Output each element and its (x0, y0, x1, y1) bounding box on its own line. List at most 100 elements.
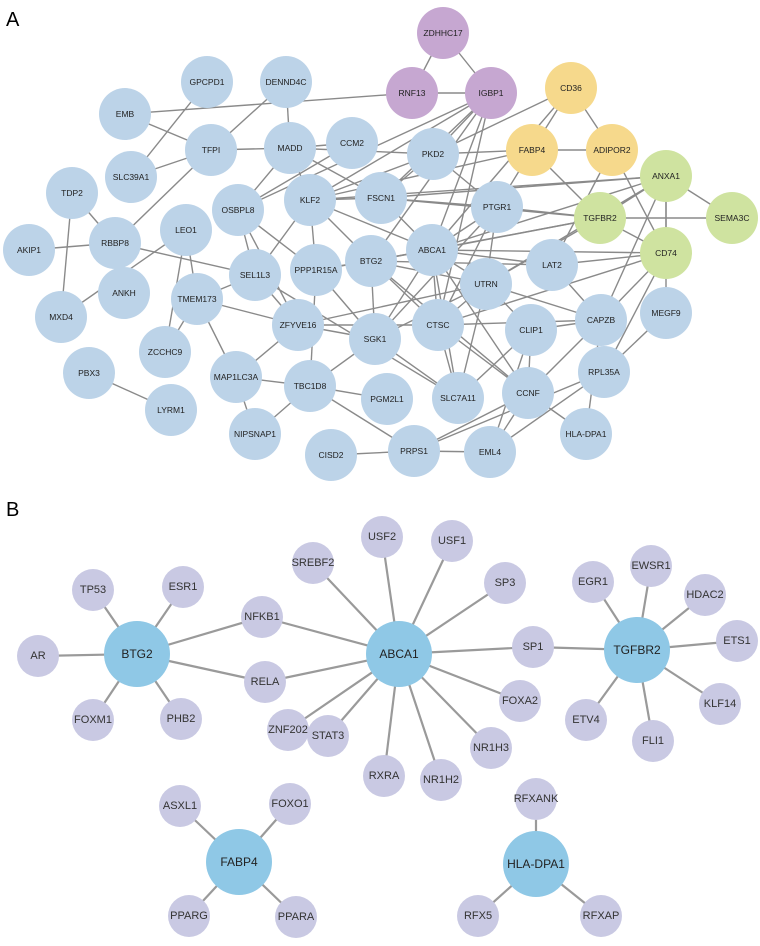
a-node-circle (361, 373, 413, 425)
b-node-label: FABP4 (220, 855, 258, 869)
a-node-tgfbr2: TGFBR2 (574, 192, 626, 244)
a-node-mxd4: MXD4 (35, 291, 87, 343)
b-node-circle (580, 895, 622, 937)
b-node-label: AR (30, 650, 45, 662)
a-node-pbx3: PBX3 (63, 347, 115, 399)
a-edge-btg2-lat2 (370, 260, 553, 266)
a-node-tdp2: TDP2 (46, 167, 98, 219)
a-node-label: PTGR1 (483, 202, 512, 212)
network-b-edges (37, 536, 738, 918)
b-node-stat3: STAT3 (307, 715, 349, 757)
a-node-label: ZFYVE16 (280, 320, 317, 330)
a-node-lyrm1: LYRM1 (145, 384, 197, 436)
b-node-tp53: TP53 (72, 569, 114, 611)
a-node-label: ABCA1 (418, 245, 446, 255)
a-node-circle (412, 299, 464, 351)
a-node-zdhhc17: ZDHHC17 (417, 7, 469, 59)
a-edge-rpl35a-prps1 (413, 371, 605, 452)
a-node-label: CD74 (655, 248, 677, 258)
a-node-label: CCM2 (340, 138, 364, 148)
a-node-akip1: AKIP1 (3, 224, 55, 276)
b-node-circle (269, 783, 311, 825)
a-node-slc7a11: SLC7A11 (432, 372, 484, 424)
b-node-label: RXRA (369, 770, 400, 782)
a-node-circle (63, 347, 115, 399)
a-node-tmem173: TMEM173 (171, 273, 223, 325)
b-node-usf1: USF1 (431, 520, 473, 562)
a-node-label: ZDHHC17 (423, 28, 462, 38)
b-node-ets1: ETS1 (716, 620, 758, 662)
a-node-sel1l3: SEL1L3 (229, 249, 281, 301)
b-node-label: FOXA2 (502, 695, 538, 707)
a-node-circle (640, 287, 692, 339)
a-node-emb: EMB (99, 88, 151, 140)
a-node-label: SGK1 (364, 334, 387, 344)
a-node-circle (284, 174, 336, 226)
a-node-ctsc: CTSC (412, 299, 464, 351)
a-node-utrn: UTRN (460, 258, 512, 310)
a-node-circle (89, 217, 141, 269)
b-node-rfxank: RFXANK (514, 778, 559, 820)
b-node-hdac2: HDAC2 (684, 574, 726, 616)
b-node-circle (512, 626, 554, 668)
a-node-circle (465, 67, 517, 119)
b-node-label: ASXL1 (163, 800, 197, 812)
b-node-nfkb1: NFKB1 (241, 596, 283, 638)
a-node-circle (460, 258, 512, 310)
a-node-circle (502, 367, 554, 419)
a-node-label: ANXA1 (652, 171, 680, 181)
b-node-phb2: PHB2 (160, 698, 202, 740)
a-node-pkd2: PKD2 (407, 128, 459, 180)
a-node-label: NIPSNAP1 (234, 429, 276, 439)
b-node-circle (420, 759, 462, 801)
a-node-circle (505, 304, 557, 356)
a-node-label: KLF2 (300, 195, 321, 205)
a-node-slc39a1: SLC39A1 (105, 151, 157, 203)
b-node-circle (267, 709, 309, 751)
a-node-label: TMEM173 (177, 294, 216, 304)
a-node-circle (229, 249, 281, 301)
b-node-nr1h3: NR1H3 (470, 727, 512, 769)
a-node-circle (706, 192, 758, 244)
a-node-megf9: MEGF9 (640, 287, 692, 339)
a-node-label: MXD4 (49, 312, 73, 322)
a-node-eml4: EML4 (464, 426, 516, 478)
a-node-label: OSBPL8 (221, 205, 254, 215)
a-node-igbp1: IGBP1 (465, 67, 517, 119)
a-node-circle (407, 128, 459, 180)
a-node-circle (284, 360, 336, 412)
a-node-circle (464, 426, 516, 478)
b-node-label: FLI1 (642, 735, 664, 747)
a-node-label: PKD2 (422, 149, 444, 159)
a-node-cisd2: CISD2 (305, 429, 357, 481)
b-node-label: BTG2 (121, 647, 153, 661)
b-node-label: KLF14 (704, 698, 736, 710)
a-node-tfpi: TFPI (185, 124, 237, 176)
a-node-circle (575, 294, 627, 346)
b-node-tgfbr2: TGFBR2 (604, 617, 670, 683)
b-node-label: ABCA1 (379, 647, 419, 661)
b-node-circle (716, 620, 758, 662)
a-edge-rnf13-emb (124, 92, 413, 115)
a-node-circle (260, 56, 312, 108)
a-edge-igbp1-klf2 (309, 92, 492, 201)
a-node-label: TBC1D8 (294, 381, 327, 391)
b-node-label: NFKB1 (244, 611, 279, 623)
b-node-foxm1: FOXM1 (72, 699, 114, 741)
a-node-circle (210, 351, 262, 403)
a-node-circle (35, 291, 87, 343)
b-node-nr1h2: NR1H2 (420, 759, 462, 801)
b-node-fli1: FLI1 (632, 720, 674, 762)
b-node-circle (244, 661, 286, 703)
a-node-circle (264, 122, 316, 174)
a-node-circle (471, 181, 523, 233)
a-node-sema3c: SEMA3C (706, 192, 758, 244)
b-node-circle (104, 621, 170, 687)
a-node-label: MADD (277, 143, 302, 153)
b-node-circle (275, 896, 317, 938)
a-node-circle (98, 267, 150, 319)
b-node-ewsr1: EWSR1 (630, 545, 672, 587)
